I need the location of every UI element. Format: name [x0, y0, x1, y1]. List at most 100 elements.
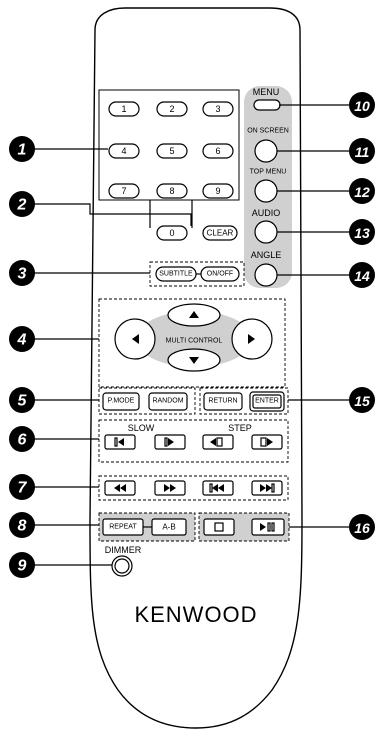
- ab-button[interactable]: A-B: [151, 518, 187, 536]
- step-reverse-button[interactable]: [202, 434, 234, 450]
- mode-group-frame: [98, 387, 196, 415]
- stop-button[interactable]: [203, 518, 235, 536]
- subtitle-group-frame: [149, 261, 245, 287]
- svg-text:3: 3: [215, 104, 220, 114]
- svg-text:15: 15: [354, 393, 370, 409]
- multi-control-down-button[interactable]: [167, 348, 221, 372]
- svg-text:P.MODE: P.MODE: [108, 398, 135, 405]
- key-6-button[interactable]: 6: [202, 143, 234, 159]
- multi-control-up-button[interactable]: [167, 303, 221, 327]
- svg-text:4: 4: [121, 146, 126, 156]
- skip-forward-button[interactable]: [251, 480, 283, 496]
- svg-text:6: 6: [18, 432, 27, 449]
- svg-text:1: 1: [121, 104, 126, 114]
- multi-control-pad: [136, 311, 252, 367]
- svg-text:4: 4: [17, 332, 27, 349]
- top-menu-button[interactable]: [254, 179, 278, 203]
- clear-button[interactable]: CLEAR: [202, 225, 238, 241]
- svg-text:REPEAT: REPEAT: [109, 524, 137, 531]
- menu-label: MENU: [253, 87, 280, 97]
- on-screen-label: ON SCREEN: [247, 128, 289, 135]
- key-1-button[interactable]: 1: [108, 101, 140, 117]
- subtitle-button[interactable]: SUBTITLE: [155, 266, 197, 282]
- slow-step-frame: [98, 419, 289, 463]
- key-8-button[interactable]: 8: [156, 183, 188, 199]
- multi-control-frame: [98, 298, 286, 388]
- svg-text:ENTER: ENTER: [255, 398, 279, 405]
- svg-text:2: 2: [169, 104, 174, 114]
- svg-text:11: 11: [355, 144, 370, 160]
- return-button[interactable]: RETURN: [203, 392, 243, 411]
- slow-reverse-button[interactable]: [104, 434, 136, 450]
- slow-forward-button[interactable]: [154, 434, 186, 450]
- play-pause-button[interactable]: [251, 518, 285, 536]
- multi-control-right-button[interactable]: [231, 318, 273, 360]
- svg-text:10: 10: [354, 98, 370, 114]
- key-5-button[interactable]: 5: [156, 143, 188, 159]
- svg-text:ON/OFF: ON/OFF: [207, 271, 233, 278]
- dimmer-button[interactable]: [111, 555, 133, 577]
- onoff-button[interactable]: ON/OFF: [200, 266, 240, 282]
- key-2-button[interactable]: 2: [156, 101, 188, 117]
- dimmer-label: DIMMER: [105, 545, 142, 555]
- svg-text:14: 14: [354, 268, 370, 284]
- fast-forward-button[interactable]: [154, 480, 186, 496]
- callout-6: 6: [9, 426, 35, 452]
- numpad-frame: [98, 89, 240, 201]
- svg-text:A-B: A-B: [162, 523, 175, 532]
- skip-back-button[interactable]: [202, 480, 234, 496]
- svg-text:13: 13: [354, 225, 370, 241]
- random-button[interactable]: RANDOM: [148, 392, 188, 411]
- playback-group-frame: [198, 512, 290, 542]
- key-7-button[interactable]: 7: [108, 183, 140, 199]
- audio-label: AUDIO: [252, 208, 281, 218]
- svg-text:5: 5: [169, 146, 174, 156]
- key-9-button[interactable]: 9: [202, 183, 234, 199]
- svg-text:0: 0: [169, 228, 174, 238]
- svg-text:5: 5: [18, 393, 28, 410]
- angle-button[interactable]: [254, 263, 278, 287]
- key-4-button[interactable]: 4: [108, 143, 140, 159]
- svg-text:CLEAR: CLEAR: [207, 229, 234, 238]
- rewind-button[interactable]: [104, 480, 136, 496]
- enter-button[interactable]: ENTER: [249, 391, 285, 412]
- callout-9: 9: [9, 552, 35, 578]
- svg-text:2: 2: [17, 197, 27, 214]
- callout-12: 12: [349, 178, 375, 204]
- callout-5: 5: [9, 387, 35, 413]
- key-0-button[interactable]: 0: [156, 225, 188, 241]
- audio-button[interactable]: [254, 220, 278, 244]
- svg-text:3: 3: [18, 266, 27, 283]
- svg-text:8: 8: [18, 518, 27, 535]
- angle-label: ANGLE: [251, 250, 282, 260]
- svg-text:1: 1: [18, 142, 27, 159]
- callout-8: 8: [9, 512, 35, 538]
- callout-14: 14: [349, 262, 375, 288]
- repeat-group-frame: [98, 512, 196, 542]
- svg-text:9: 9: [18, 558, 27, 575]
- multi-control-label: MULTI CONTROL: [166, 338, 223, 345]
- callout-16: 16: [349, 514, 375, 540]
- callout-1: 1: [9, 136, 35, 162]
- callout-4: 4: [9, 326, 35, 352]
- svg-text:8: 8: [169, 186, 174, 196]
- top-menu-label: TOP MENU: [250, 169, 287, 176]
- callout-11: 11: [349, 138, 375, 164]
- svg-text:7: 7: [121, 186, 126, 196]
- leader-lines: [34, 104, 349, 566]
- svg-text:7: 7: [18, 480, 28, 497]
- pmode-button[interactable]: P.MODE: [102, 392, 140, 411]
- svg-text:9: 9: [215, 186, 220, 196]
- repeat-button[interactable]: REPEAT: [102, 518, 144, 536]
- nav-group-frame: [199, 387, 289, 415]
- step-forward-button[interactable]: [251, 434, 283, 450]
- multi-control-left-button[interactable]: [114, 318, 156, 360]
- svg-text:12: 12: [354, 184, 370, 200]
- callout-10: 10: [349, 92, 375, 118]
- key-3-button[interactable]: 3: [202, 101, 234, 117]
- svg-text:RETURN: RETURN: [208, 398, 237, 405]
- transport-frame: [98, 475, 289, 501]
- menu-button[interactable]: [253, 99, 281, 111]
- on-screen-button[interactable]: [254, 139, 278, 163]
